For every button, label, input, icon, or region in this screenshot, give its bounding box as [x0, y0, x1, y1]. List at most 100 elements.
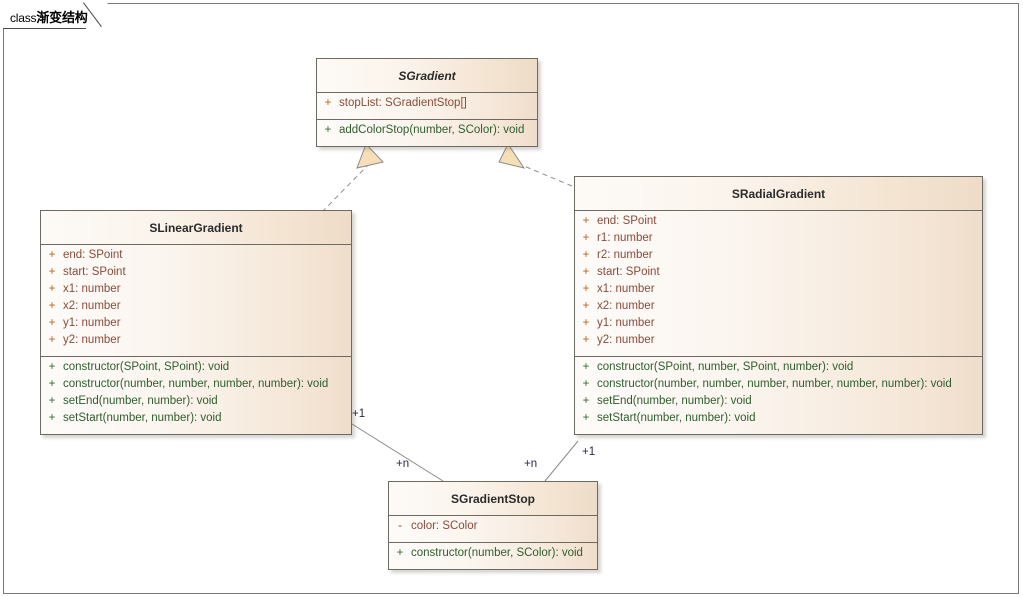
link-linear-assoc-stop: [351, 423, 444, 482]
method-label: constructor(SPoint, number, SPoint, numb…: [597, 361, 854, 373]
attributes-section-sradialgradient: + end: SPoint + r1: number + r2: number + st…: [575, 211, 982, 356]
attributes-section-sgradient: + stopList: SGradientStop[]: [317, 93, 537, 119]
link-linear-realizes-gradient: [321, 143, 384, 213]
method-label: setEnd(number, number): void: [597, 395, 752, 407]
visibility-marker: +: [48, 317, 56, 329]
diagram-title-name: 渐变结构: [36, 10, 88, 25]
visibility-marker: +: [582, 266, 590, 278]
visibility-marker: +: [48, 395, 56, 407]
attribute-label: x1: number: [597, 283, 655, 295]
method-row: + constructor(number, SColor): void: [389, 547, 597, 564]
attribute-label: y2: number: [597, 334, 655, 346]
method-label: setStart(number, number): void: [63, 412, 222, 424]
method-label: constructor(number, number, number, numb…: [597, 378, 952, 390]
method-row: + setEnd(number, number): void: [41, 395, 351, 412]
hollow-triangle-arrowhead: [356, 143, 384, 169]
attributes-section-slineargradient: +end: SPoint +start: SPoint +x1: number …: [41, 245, 351, 356]
methods-section-sgradientstop: + constructor(number, SColor): void: [389, 542, 597, 569]
attribute-row: + stopList: SGradientStop[]: [317, 97, 537, 114]
title-tab-bottom-edge: [3, 28, 86, 29]
attribute-label: start: SPoint: [597, 266, 660, 278]
visibility-marker: +: [582, 412, 590, 424]
method-row: + setStart(number, number): void: [41, 412, 351, 429]
attribute-label: end: SPoint: [63, 249, 123, 261]
attribute-row: + end: SPoint: [575, 215, 982, 232]
method-row: + constructor(number, number, number, num…: [41, 378, 351, 395]
visibility-marker: +: [48, 378, 56, 390]
attribute-label: y2: number: [63, 334, 121, 346]
method-label: setEnd(number, number): void: [63, 395, 218, 407]
link-radial-assoc-stop: [544, 440, 579, 482]
class-name-slineargradient: SLinearGradient: [41, 211, 351, 245]
class-name-sgradient: SGradient: [317, 59, 537, 93]
multiplicity-label-radial-many: +n: [524, 458, 538, 470]
attribute-row: + end: SPoint: [41, 249, 351, 266]
attribute-label: end: SPoint: [597, 215, 657, 227]
attribute-row: + start: SPoint: [575, 266, 982, 283]
attributes-section-sgradientstop: - color: SColor: [389, 516, 597, 542]
attribute-label: color: SColor: [411, 520, 478, 532]
visibility-marker: +: [48, 266, 56, 278]
attribute-row: + y2: number: [575, 334, 982, 351]
attribute-label: start: SPoint: [63, 266, 126, 278]
method-row: + constructor(SPoint, SPoint): void: [41, 361, 351, 378]
attribute-row: +x2: number: [575, 300, 982, 317]
method-row: + setStart(number, number): void: [575, 412, 982, 429]
visibility-marker: +: [582, 334, 590, 346]
method-label: addColorStop(number, SColor): void: [339, 124, 525, 136]
class-box-sgradientstop[interactable]: SGradientStop - color: SColor + construc…: [388, 481, 598, 570]
attribute-row: +y2: number: [41, 334, 351, 351]
visibility-marker: +: [582, 232, 590, 244]
diagram-title: class渐变结构: [10, 7, 88, 26]
attribute-row: +y1: number: [575, 317, 982, 334]
attribute-row: + start: SPoint: [41, 266, 351, 283]
attribute-label: stopList: SGradientStop[]: [339, 97, 467, 109]
method-row: + constructor(SPoint, number, SPoint, num…: [575, 361, 982, 378]
visibility-marker: +: [396, 547, 404, 559]
visibility-marker: +: [582, 215, 590, 227]
hollow-triangle-arrowhead: [498, 143, 526, 169]
visibility-marker: +: [582, 283, 590, 295]
visibility-marker: +: [48, 249, 56, 261]
attribute-label: x2: number: [597, 300, 655, 312]
attribute-label: r2: number: [597, 249, 653, 261]
visibility-marker: +: [48, 283, 56, 295]
visibility-marker: +: [582, 317, 590, 329]
visibility-marker: +: [582, 249, 590, 261]
visibility-marker: +: [582, 378, 590, 390]
visibility-marker: +: [324, 97, 332, 109]
methods-section-slineargradient: + constructor(SPoint, SPoint): void + cons…: [41, 356, 351, 434]
visibility-marker: +: [48, 361, 56, 373]
diagram-title-prefix: class: [10, 11, 37, 25]
visibility-marker: +: [324, 124, 332, 136]
attribute-label: r1: number: [597, 232, 653, 244]
class-name-sgradientstop: SGradientStop: [389, 482, 597, 516]
visibility-marker: +: [48, 412, 56, 424]
attribute-row: + r2: number: [575, 249, 982, 266]
method-row: + setEnd(number, number): void: [575, 395, 982, 412]
multiplicity-label-linear-many: +n: [396, 458, 410, 470]
method-label: setStart(number, number): void: [597, 412, 756, 424]
class-box-sradialgradient[interactable]: SRadialGradient + end: SPoint + r1: number…: [574, 176, 983, 435]
attribute-row: + x1: number: [41, 283, 351, 300]
link-radial-realizes-gradient: [498, 143, 573, 187]
attribute-row: +x2: number: [41, 300, 351, 317]
visibility-marker: +: [582, 361, 590, 373]
visibility-marker: -: [398, 520, 402, 532]
multiplicity-label-radial-one: +1: [582, 446, 596, 458]
methods-section-sradialgradient: + constructor(SPoint, number, SPoint, num…: [575, 356, 982, 434]
methods-section-sgradient: + addColorStop(number, SColor): void: [317, 119, 537, 146]
class-name-sradialgradient: SRadialGradient: [575, 177, 982, 211]
attribute-label: x2: number: [63, 300, 121, 312]
class-box-sgradient[interactable]: SGradient + stopList: SGradientStop[] + …: [316, 58, 538, 147]
class-box-slineargradient[interactable]: SLinearGradient + end: SPoint + start: SPo…: [40, 210, 352, 435]
method-label: constructor(SPoint, SPoint): void: [63, 361, 230, 373]
attribute-label: y1: number: [63, 317, 121, 329]
attribute-row: + r1: number: [575, 232, 982, 249]
attribute-row: + x1: number: [575, 283, 982, 300]
attribute-label: x1: number: [63, 283, 121, 295]
visibility-marker: +: [582, 395, 590, 407]
method-label: constructor(number, number, number, numb…: [63, 378, 329, 390]
